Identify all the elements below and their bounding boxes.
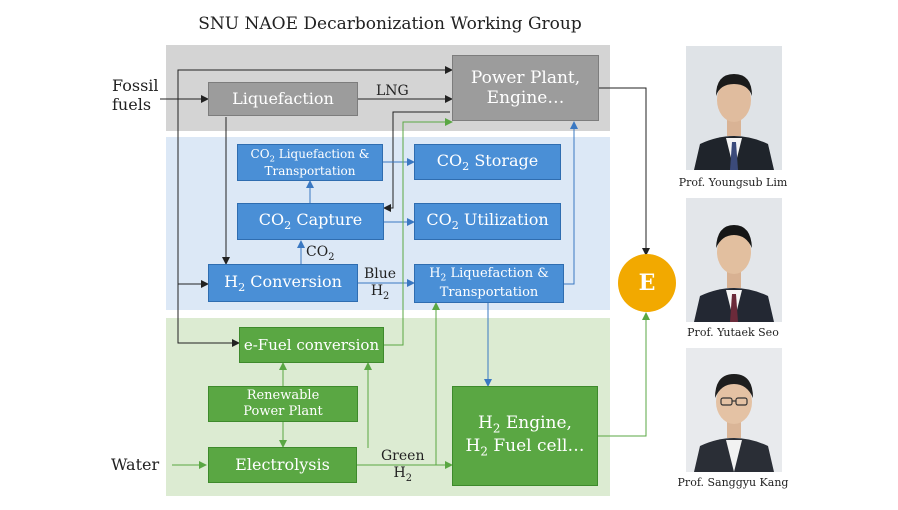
- caption-sanggyu-kang: Prof. Sanggyu Kang: [677, 476, 789, 489]
- energy-node: E: [618, 254, 676, 312]
- h2-conversion-box: H2 Conversion: [208, 264, 358, 302]
- efuel-conversion-box: e-Fuel conversion: [239, 327, 384, 363]
- co2-storage-box: CO2 Storage: [414, 144, 561, 180]
- portrait-yutaek-seo: [686, 198, 782, 322]
- lng-label: LNG: [376, 83, 409, 99]
- water-label: Water: [111, 455, 160, 474]
- portrait-sanggyu-kang: [686, 348, 782, 472]
- h2-liquefaction-transport-box: H2 Liquefaction & Transportation: [414, 264, 564, 303]
- caption-youngsub-lim: Prof. Youngsub Lim: [678, 176, 788, 189]
- electrolysis-box: Electrolysis: [208, 447, 357, 483]
- co2-utilization-box: CO2 Utilization: [414, 203, 561, 240]
- caption-yutaek-seo: Prof. Yutaek Seo: [687, 326, 779, 339]
- green-h2-label: Green H2: [381, 448, 425, 484]
- portrait-youngsub-lim: [686, 46, 782, 170]
- h2-engine-fuelcell-box: H2 Engine, H2 Fuel cell…: [452, 386, 598, 486]
- diagram-title: SNU NAOE Decarbonization Working Group: [198, 14, 582, 34]
- blue-h2-label: Blue H2: [364, 266, 397, 302]
- co2-capture-box: CO2 Capture: [237, 203, 384, 240]
- power-plant-box: Power Plant,Engine…: [452, 55, 599, 121]
- co2-liquefaction-transport-box: CO2 Liquefaction & Transportation: [237, 144, 383, 181]
- liquefaction-box: Liquefaction: [208, 82, 358, 116]
- co2-flow-label: CO2: [306, 244, 335, 263]
